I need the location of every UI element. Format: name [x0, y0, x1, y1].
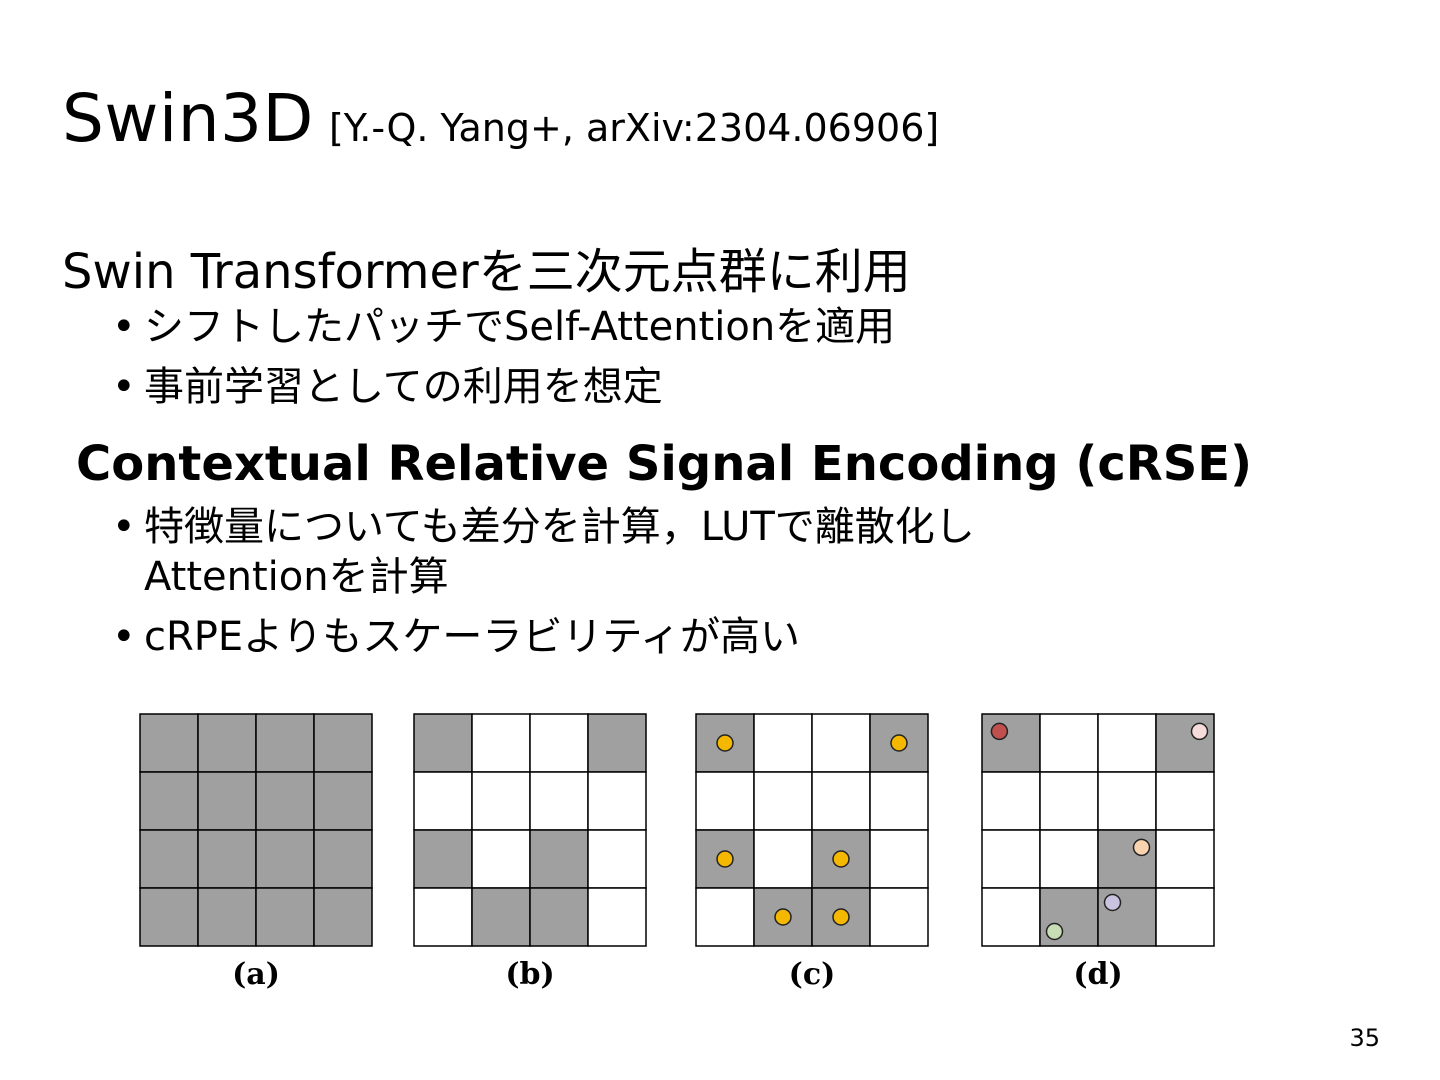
grid-cell	[753, 771, 813, 831]
grid-cell	[313, 771, 373, 831]
grid-cell	[587, 829, 647, 889]
point-marker	[890, 734, 908, 752]
grid-cell	[1155, 771, 1215, 831]
bullet-item: cRPEよりもスケーラビリティが高い	[112, 612, 975, 662]
grid-cell	[139, 829, 199, 889]
grid-cell	[529, 713, 589, 773]
grid-cell	[255, 771, 315, 831]
grid-cell	[413, 771, 473, 831]
grid-cell	[471, 829, 531, 889]
grid-cell	[413, 829, 473, 889]
grid-cell	[471, 887, 531, 947]
point-marker	[774, 908, 792, 926]
grid-cell	[811, 771, 871, 831]
point-marker	[716, 850, 734, 868]
bullet-item-line: cRPEよりもスケーラビリティが高い	[144, 614, 800, 660]
panel-label: (b)	[505, 957, 554, 992]
grid-cell	[139, 887, 199, 947]
panel-label: (d)	[1073, 957, 1122, 992]
grid-cell	[313, 887, 373, 947]
section-heading-crse: Contextual Relative Signal Encoding (cRS…	[76, 436, 1253, 492]
panel-label: (c)	[789, 957, 836, 992]
grid-cell	[471, 713, 531, 773]
grid-cell	[753, 829, 813, 889]
slide-title-main: Swin3D	[62, 80, 314, 157]
grid-cell	[529, 829, 589, 889]
grid-cell	[1097, 771, 1157, 831]
grid-cell	[811, 713, 871, 773]
grid-panel: (c)	[695, 713, 929, 992]
grid-panel: (d)	[981, 713, 1215, 992]
grid-cell	[529, 887, 589, 947]
grid-cell	[1039, 829, 1099, 889]
grid-cell	[413, 887, 473, 947]
bullet-item: シフトしたパッチでSelf-Attentionを適用	[112, 302, 895, 352]
grid-cell	[1155, 829, 1215, 889]
grid-panel: (a)	[139, 713, 373, 992]
point-marker	[716, 734, 734, 752]
grid-cell	[1039, 713, 1099, 773]
grid-cell	[981, 771, 1041, 831]
shifted-window-figure: (a) (b) (c) (d)	[130, 708, 1230, 1008]
grid-cell	[471, 771, 531, 831]
point-marker	[832, 908, 850, 926]
grid-cell	[1155, 887, 1215, 947]
bullet-item: 事前学習としての利用を想定	[112, 362, 895, 412]
bullet-list-swin: シフトしたパッチでSelf-Attentionを適用 事前学習としての利用を想定	[112, 302, 895, 422]
figure-svg: (a) (b) (c) (d)	[139, 713, 1215, 992]
grid-cell	[413, 713, 473, 773]
grid-cell	[1155, 713, 1215, 773]
grid-cell	[197, 887, 257, 947]
grid-cell	[869, 829, 929, 889]
grid-cell	[1097, 829, 1157, 889]
point-marker	[1103, 893, 1122, 912]
point-marker	[990, 722, 1009, 741]
page-number: 35	[1349, 1024, 1380, 1052]
grid-cell	[587, 771, 647, 831]
grid-cell	[695, 771, 755, 831]
grid-cell	[139, 771, 199, 831]
point-marker	[1045, 922, 1064, 941]
grid-cell	[981, 829, 1041, 889]
grid-cell	[587, 887, 647, 947]
grid-cell	[255, 713, 315, 773]
bullet-item-line: 特徴量についても差分を計算，LUTで離散化し	[144, 504, 975, 550]
grid-cell	[695, 887, 755, 947]
bullet-list-crse: 特徴量についても差分を計算，LUTで離散化し Attentionを計算 cRPE…	[112, 502, 975, 672]
section-heading-swin: Swin Transformerを三次元点群に利用	[62, 244, 911, 300]
grid-cell	[869, 771, 929, 831]
panel-label: (a)	[232, 957, 280, 992]
grid-cell	[1039, 771, 1099, 831]
grid-cell	[587, 713, 647, 773]
grid-cell	[197, 829, 257, 889]
grid-cell	[529, 771, 589, 831]
point-marker	[832, 850, 850, 868]
grid-panel: (b)	[413, 713, 647, 992]
slide-title: Swin3D [Y.-Q. Yang+, arXiv:2304.06906]	[62, 80, 939, 157]
grid-cell	[313, 713, 373, 773]
grid-cell	[869, 887, 929, 947]
bullet-item-line: Attentionを計算	[144, 554, 449, 600]
grid-cell	[197, 713, 257, 773]
point-marker	[1190, 722, 1209, 741]
grid-cell	[313, 829, 373, 889]
grid-cell	[1097, 713, 1157, 773]
grid-cell	[981, 887, 1041, 947]
bullet-item: 特徴量についても差分を計算，LUTで離散化し Attentionを計算	[112, 502, 975, 602]
point-marker	[1132, 838, 1151, 857]
grid-cell	[197, 771, 257, 831]
grid-cell	[981, 713, 1041, 773]
grid-cell	[255, 829, 315, 889]
grid-cell	[139, 713, 199, 773]
grid-cell	[255, 887, 315, 947]
grid-cell	[753, 713, 813, 773]
slide-title-citation: [Y.-Q. Yang+, arXiv:2304.06906]	[328, 106, 940, 150]
